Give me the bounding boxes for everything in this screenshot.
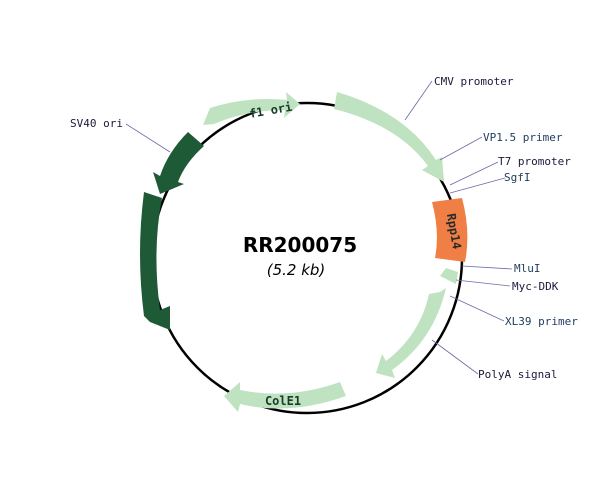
cmv-promoter-text: CMV promoter <box>434 75 514 88</box>
leader-lines <box>125 80 513 375</box>
t7-leader <box>449 161 499 186</box>
mlui-leader <box>461 265 513 270</box>
kan-neo-feature <box>140 192 170 330</box>
sgfi-text: SgfI <box>504 171 531 184</box>
cole1-feature <box>224 382 346 412</box>
sv40-leader <box>125 123 171 153</box>
myc-ddk-feature <box>440 268 458 284</box>
sgfi-leader <box>449 177 506 194</box>
kan-neo-label: Kan/Neo <box>157 239 171 290</box>
cmv-promoter-feature <box>334 92 444 182</box>
cmv-leader <box>404 80 433 121</box>
vp15-primer-text: VP1.5 primer <box>483 131 563 144</box>
mlui-text: MluI <box>514 262 541 275</box>
f1-ori-feature <box>203 92 300 125</box>
t7-promoter-text: T7 promoter <box>498 155 571 168</box>
rpp14-label: Rpp14 <box>444 212 464 250</box>
sv40-ori-feature <box>153 132 204 194</box>
polya-leader <box>431 339 479 375</box>
xl39-leader <box>449 295 505 322</box>
polya-feature <box>376 288 446 378</box>
vp15-leader <box>439 136 483 161</box>
rpp14-feature <box>432 198 468 262</box>
plasmid-name: RR200075 <box>243 233 357 257</box>
xl39-primer-text: XL39 primer <box>505 315 578 328</box>
polya-signal-text: PolyA signal <box>478 368 557 381</box>
sv40-ori-text: SV40 ori <box>70 117 123 130</box>
plasmid-size: (5.2 kb) <box>267 261 326 279</box>
myc-ddk-text: Myc-DDK <box>512 280 559 293</box>
myc-ddk-leader <box>455 279 511 287</box>
cole1-label: ColE1 <box>265 394 301 408</box>
